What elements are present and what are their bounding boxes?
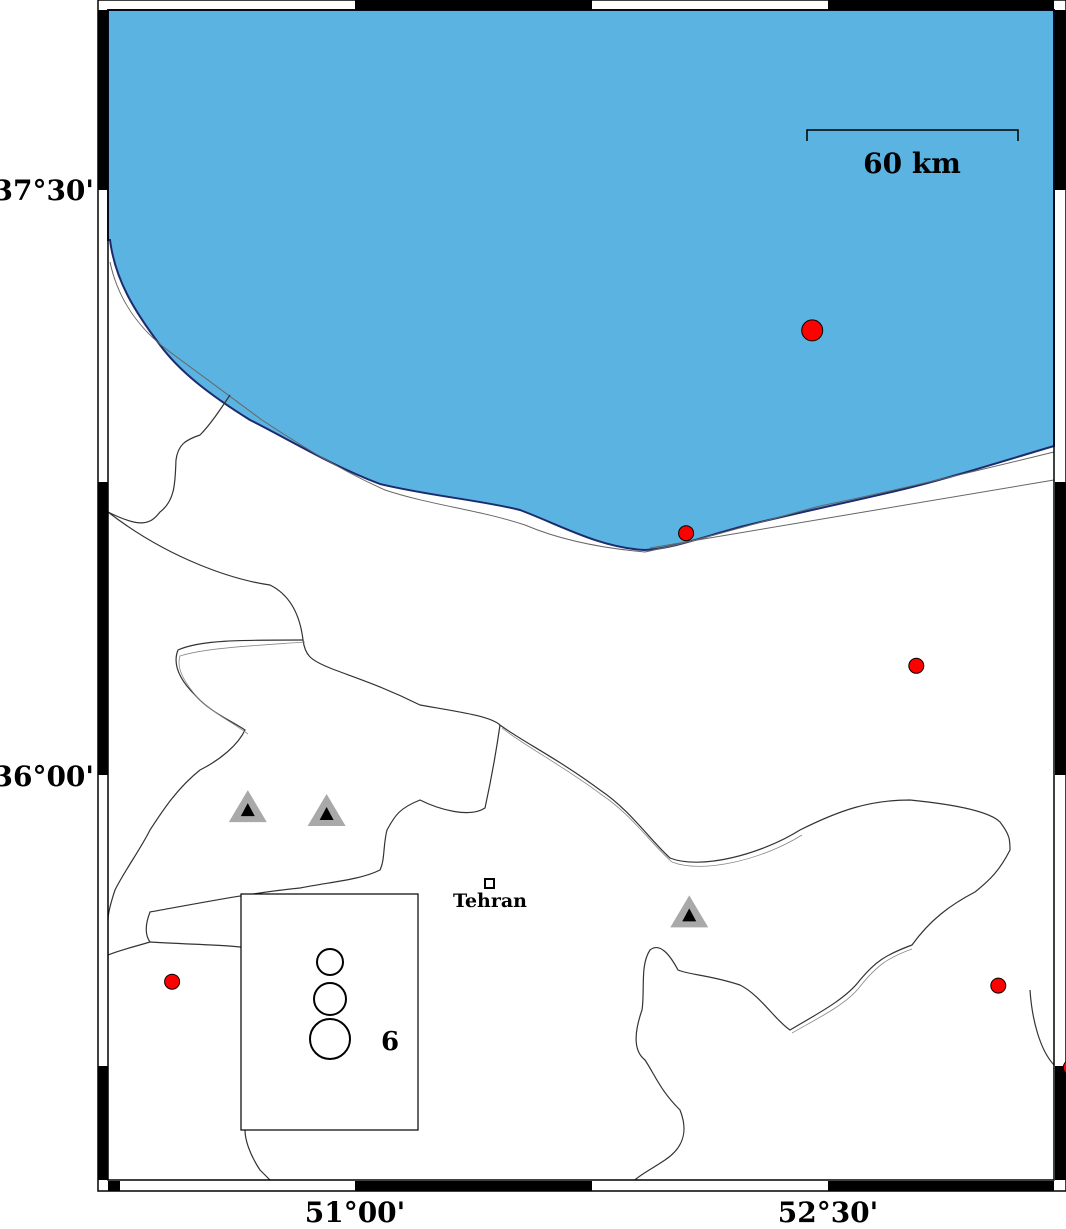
legend-label: 6 (381, 1027, 399, 1057)
event-marker-icon (1062, 1061, 1066, 1074)
province-boundaries-shadow (178, 641, 913, 1034)
legend-circle-large-icon (309, 1018, 351, 1060)
map-frame (97, 0, 1066, 1192)
coastline-branch (649, 479, 1055, 549)
station-triangle-icon (307, 794, 346, 826)
city-marker-icon (484, 878, 495, 889)
stations-layer (228, 790, 709, 928)
lon-label-51-00: 51°00' (305, 1196, 406, 1229)
legend-circle-small-icon (316, 948, 344, 976)
magnitude-legend: 6 (240, 893, 419, 1131)
event-marker-icon (678, 525, 695, 542)
station-inner-icon (240, 803, 255, 817)
city-label: Tehran (453, 890, 527, 912)
event-marker-icon (164, 973, 181, 990)
station-triangle-icon (670, 895, 709, 928)
event-marker-icon (908, 657, 925, 674)
lat-label-36-00: 36°00' (0, 760, 94, 793)
scale-bar: 60 km (806, 129, 1019, 180)
station-triangle-icon (228, 790, 267, 823)
scale-bar-label: 60 km (863, 147, 961, 180)
city-tehran: Tehran (453, 878, 527, 912)
events-layer (164, 319, 1066, 1074)
coastline-trace (109, 261, 1055, 553)
station-inner-icon (319, 807, 334, 820)
lat-label-37-30: 37°30' (0, 174, 94, 207)
station-inner-icon (682, 908, 697, 922)
lon-label-52-30: 52°30' (778, 1196, 879, 1229)
event-marker-icon (801, 319, 824, 342)
event-marker-icon (990, 977, 1007, 994)
legend-circle-medium-icon (313, 982, 347, 1016)
legend-box (240, 893, 419, 1131)
caspian-sea (107, 9, 1055, 552)
